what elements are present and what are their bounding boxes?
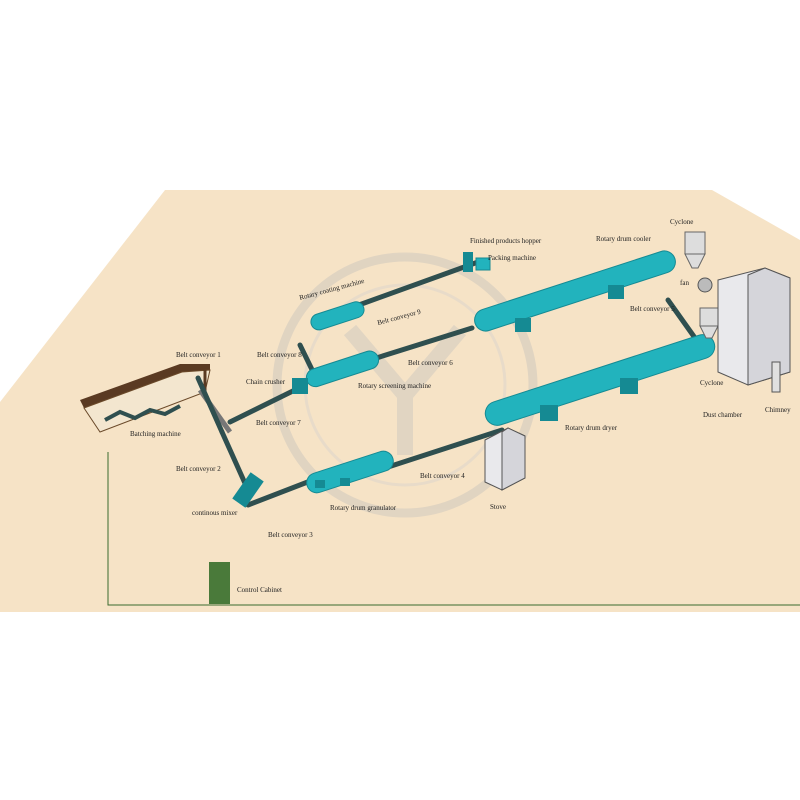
belt-conveyor-9-line [342, 259, 481, 313]
packing-machine [463, 252, 491, 272]
label-chain-crusher: Chain crusher [246, 378, 286, 386]
floor-plane [0, 190, 800, 612]
label-stove: Stove [490, 503, 506, 511]
label-packing-machine: Packing machine [488, 254, 536, 262]
label-belt-conveyor-3: Belt conveyor 3 [268, 531, 313, 539]
cyclone-top [684, 231, 706, 269]
label-chimney: Chimney [765, 406, 791, 414]
label-fan: fan [680, 279, 689, 287]
chain-crusher [292, 378, 308, 394]
label-belt-conveyor-5: Belt conveyor 5 [630, 305, 675, 313]
label-rotary-drum-cooler: Rotary drum cooler [596, 235, 651, 243]
label-finished-products-hopper: Finished products hopper [470, 237, 542, 245]
rotary-coating-machine [310, 301, 365, 331]
label-belt-conveyor-1: Belt conveyor 1 [176, 351, 221, 359]
label-rotary-drum-granulator: Rotary drum granulator [330, 504, 397, 512]
control-cabinet-outline [107, 452, 800, 606]
belt-conveyor-6-line [367, 325, 475, 363]
label-continous-mixer: continous mixer [192, 509, 238, 517]
label-belt-conveyor-6: Belt conveyor 6 [408, 359, 453, 367]
belt-conveyor-2-line [219, 429, 251, 493]
rotary-drum-granulator [306, 450, 394, 494]
label-cyclone-top: Cyclone [670, 218, 693, 226]
label-batching-machine: Batching machine [130, 430, 181, 438]
stove [484, 427, 526, 491]
fan [697, 277, 713, 293]
rotary-drum-dryer [484, 334, 716, 426]
label-dust-chamber: Dust chamber [703, 411, 743, 419]
label-belt-conveyor-8: Belt conveyor 8 [257, 351, 302, 359]
label-belt-conveyor-7: Belt conveyor 7 [256, 419, 301, 427]
label-control-cabinet: Control Cabinet [237, 586, 282, 594]
dust-chamber [717, 267, 791, 386]
label-rotary-drum-dryer: Rotary drum dryer [565, 424, 618, 432]
chimney [771, 361, 781, 393]
label-belt-conveyor-4: Belt conveyor 4 [420, 472, 465, 480]
belt-conveyor-4-line [382, 427, 505, 471]
continous-mixer [232, 472, 264, 508]
control-cabinet [209, 562, 230, 604]
label-belt-conveyor-2: Belt conveyor 2 [176, 465, 221, 473]
rotary-drum-cooler [474, 250, 676, 332]
label-cyclone-bottom: Cyclone [700, 379, 723, 387]
label-rotary-screening-machine: Rotary screening machine [358, 382, 431, 390]
belt-conveyor-1-line [195, 375, 225, 435]
